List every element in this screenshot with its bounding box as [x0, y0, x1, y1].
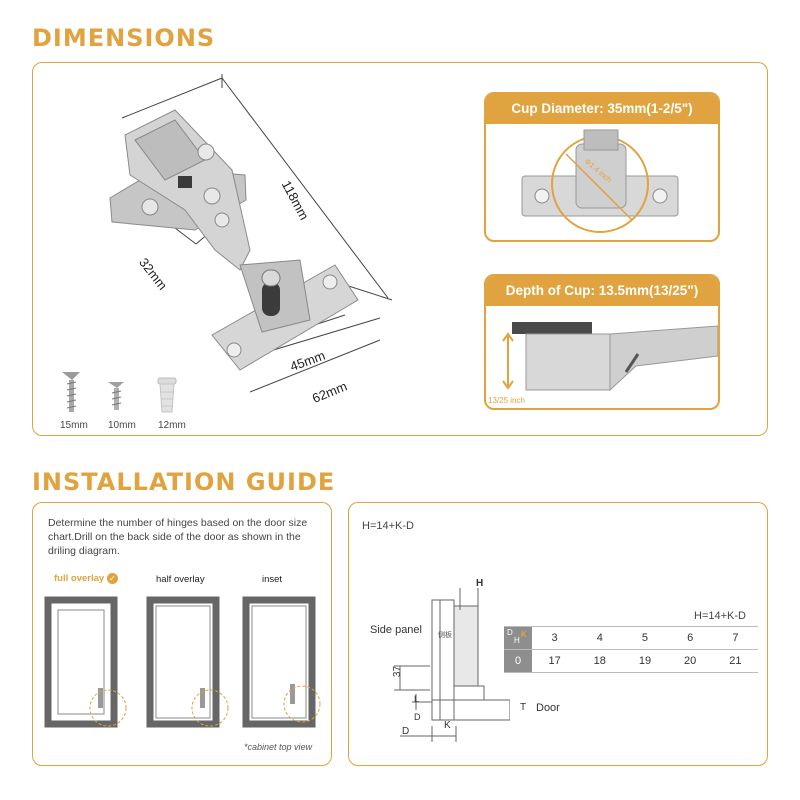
cup-depth-callout: Depth of Cup: 13.5mm(13/25") 13/25 inch — [484, 274, 720, 410]
hinge-arm — [124, 109, 251, 271]
header-k: K — [521, 630, 527, 639]
door-label: Door — [536, 702, 560, 714]
chart-k-cell: 5 — [622, 626, 668, 650]
chart-h-cell: 19 — [622, 649, 668, 673]
cup-top-illustration — [521, 129, 679, 233]
hinge-drawing — [109, 74, 393, 393]
chart-zero-cell: 0 — [504, 649, 532, 673]
diagram-t-label: T — [520, 702, 527, 713]
diagram-d-label: D — [402, 726, 410, 737]
chart-h-cell: 20 — [667, 649, 713, 673]
cabinet-footnote: *cabinet top view — [244, 742, 313, 752]
full-overlay-label: full overlay ✓ — [54, 573, 118, 584]
cup-diameter-title: Cup Diameter: 35mm(1-2/5") — [486, 94, 718, 124]
header-h: H — [514, 636, 520, 645]
diagram-37-label: 37 — [392, 665, 404, 678]
formula-label: H=14+K-D — [362, 520, 414, 532]
cup-depth-inch: 13/25 inch — [488, 396, 525, 405]
inset-label: inset — [262, 574, 283, 585]
screw-10-label: 10mm — [108, 420, 136, 431]
chart-header-cell: D H K — [504, 626, 532, 650]
side-panel-label: Side panel — [370, 624, 422, 636]
chart-k-cell: 3 — [532, 626, 578, 650]
half-overlay-diagram — [146, 596, 229, 728]
screw-15-label: 15mm — [60, 420, 88, 431]
chart-h-cell: 21 — [712, 649, 758, 673]
installation-title: INSTALLATION GUIDE — [32, 468, 336, 496]
chart-k-cell: 6 — [667, 626, 713, 650]
full-overlay-diagram — [44, 596, 127, 728]
screws-illustration — [62, 372, 177, 413]
inset-diagram — [242, 596, 321, 728]
chart-k-cell: 7 — [712, 626, 758, 650]
diagram-h-label: H — [476, 578, 484, 589]
chart-row-k: D H K 3 4 5 6 7 — [504, 626, 758, 650]
drilling-diagram — [394, 588, 510, 742]
chart-h-cell: 17 — [532, 649, 578, 673]
overlay-chart: D H K 3 4 5 6 7 0 17 18 19 20 21 — [504, 626, 758, 673]
chart-h-cell: 18 — [577, 649, 623, 673]
screw-10-icon — [108, 382, 124, 410]
cup-depth-title: Depth of Cup: 13.5mm(13/25") — [486, 276, 718, 306]
half-overlay-label: half overlay — [156, 574, 205, 585]
header-d: D — [507, 628, 513, 637]
chart-row-h: 0 17 18 19 20 21 — [504, 649, 758, 673]
screw-15-icon — [62, 372, 80, 412]
side-plate-mark: 侧板 — [438, 632, 452, 639]
cup-side-illustration — [502, 322, 718, 392]
check-circle-icon: ✓ — [106, 573, 118, 584]
installation-description: Determine the number of hinges based on … — [48, 517, 308, 557]
overlay-diagrams — [44, 596, 321, 728]
dowel-12-icon — [157, 377, 177, 413]
cup-diameter-callout: Cup Diameter: 35mm(1-2/5") Φ1.4 inch — [484, 92, 720, 242]
hinge-cup — [211, 259, 359, 371]
diagram-l-mark: L — [414, 694, 420, 704]
diagram-d-mark-top: D — [414, 712, 421, 722]
full-overlay-text: full overlay — [54, 573, 105, 584]
dowel-12-label: 12mm — [158, 420, 186, 431]
chart-formula: H=14+K-D — [694, 610, 746, 622]
chart-k-cell: 4 — [577, 626, 623, 650]
dimensions-title: DIMENSIONS — [32, 24, 216, 52]
diagram-k-label: K — [444, 720, 451, 731]
